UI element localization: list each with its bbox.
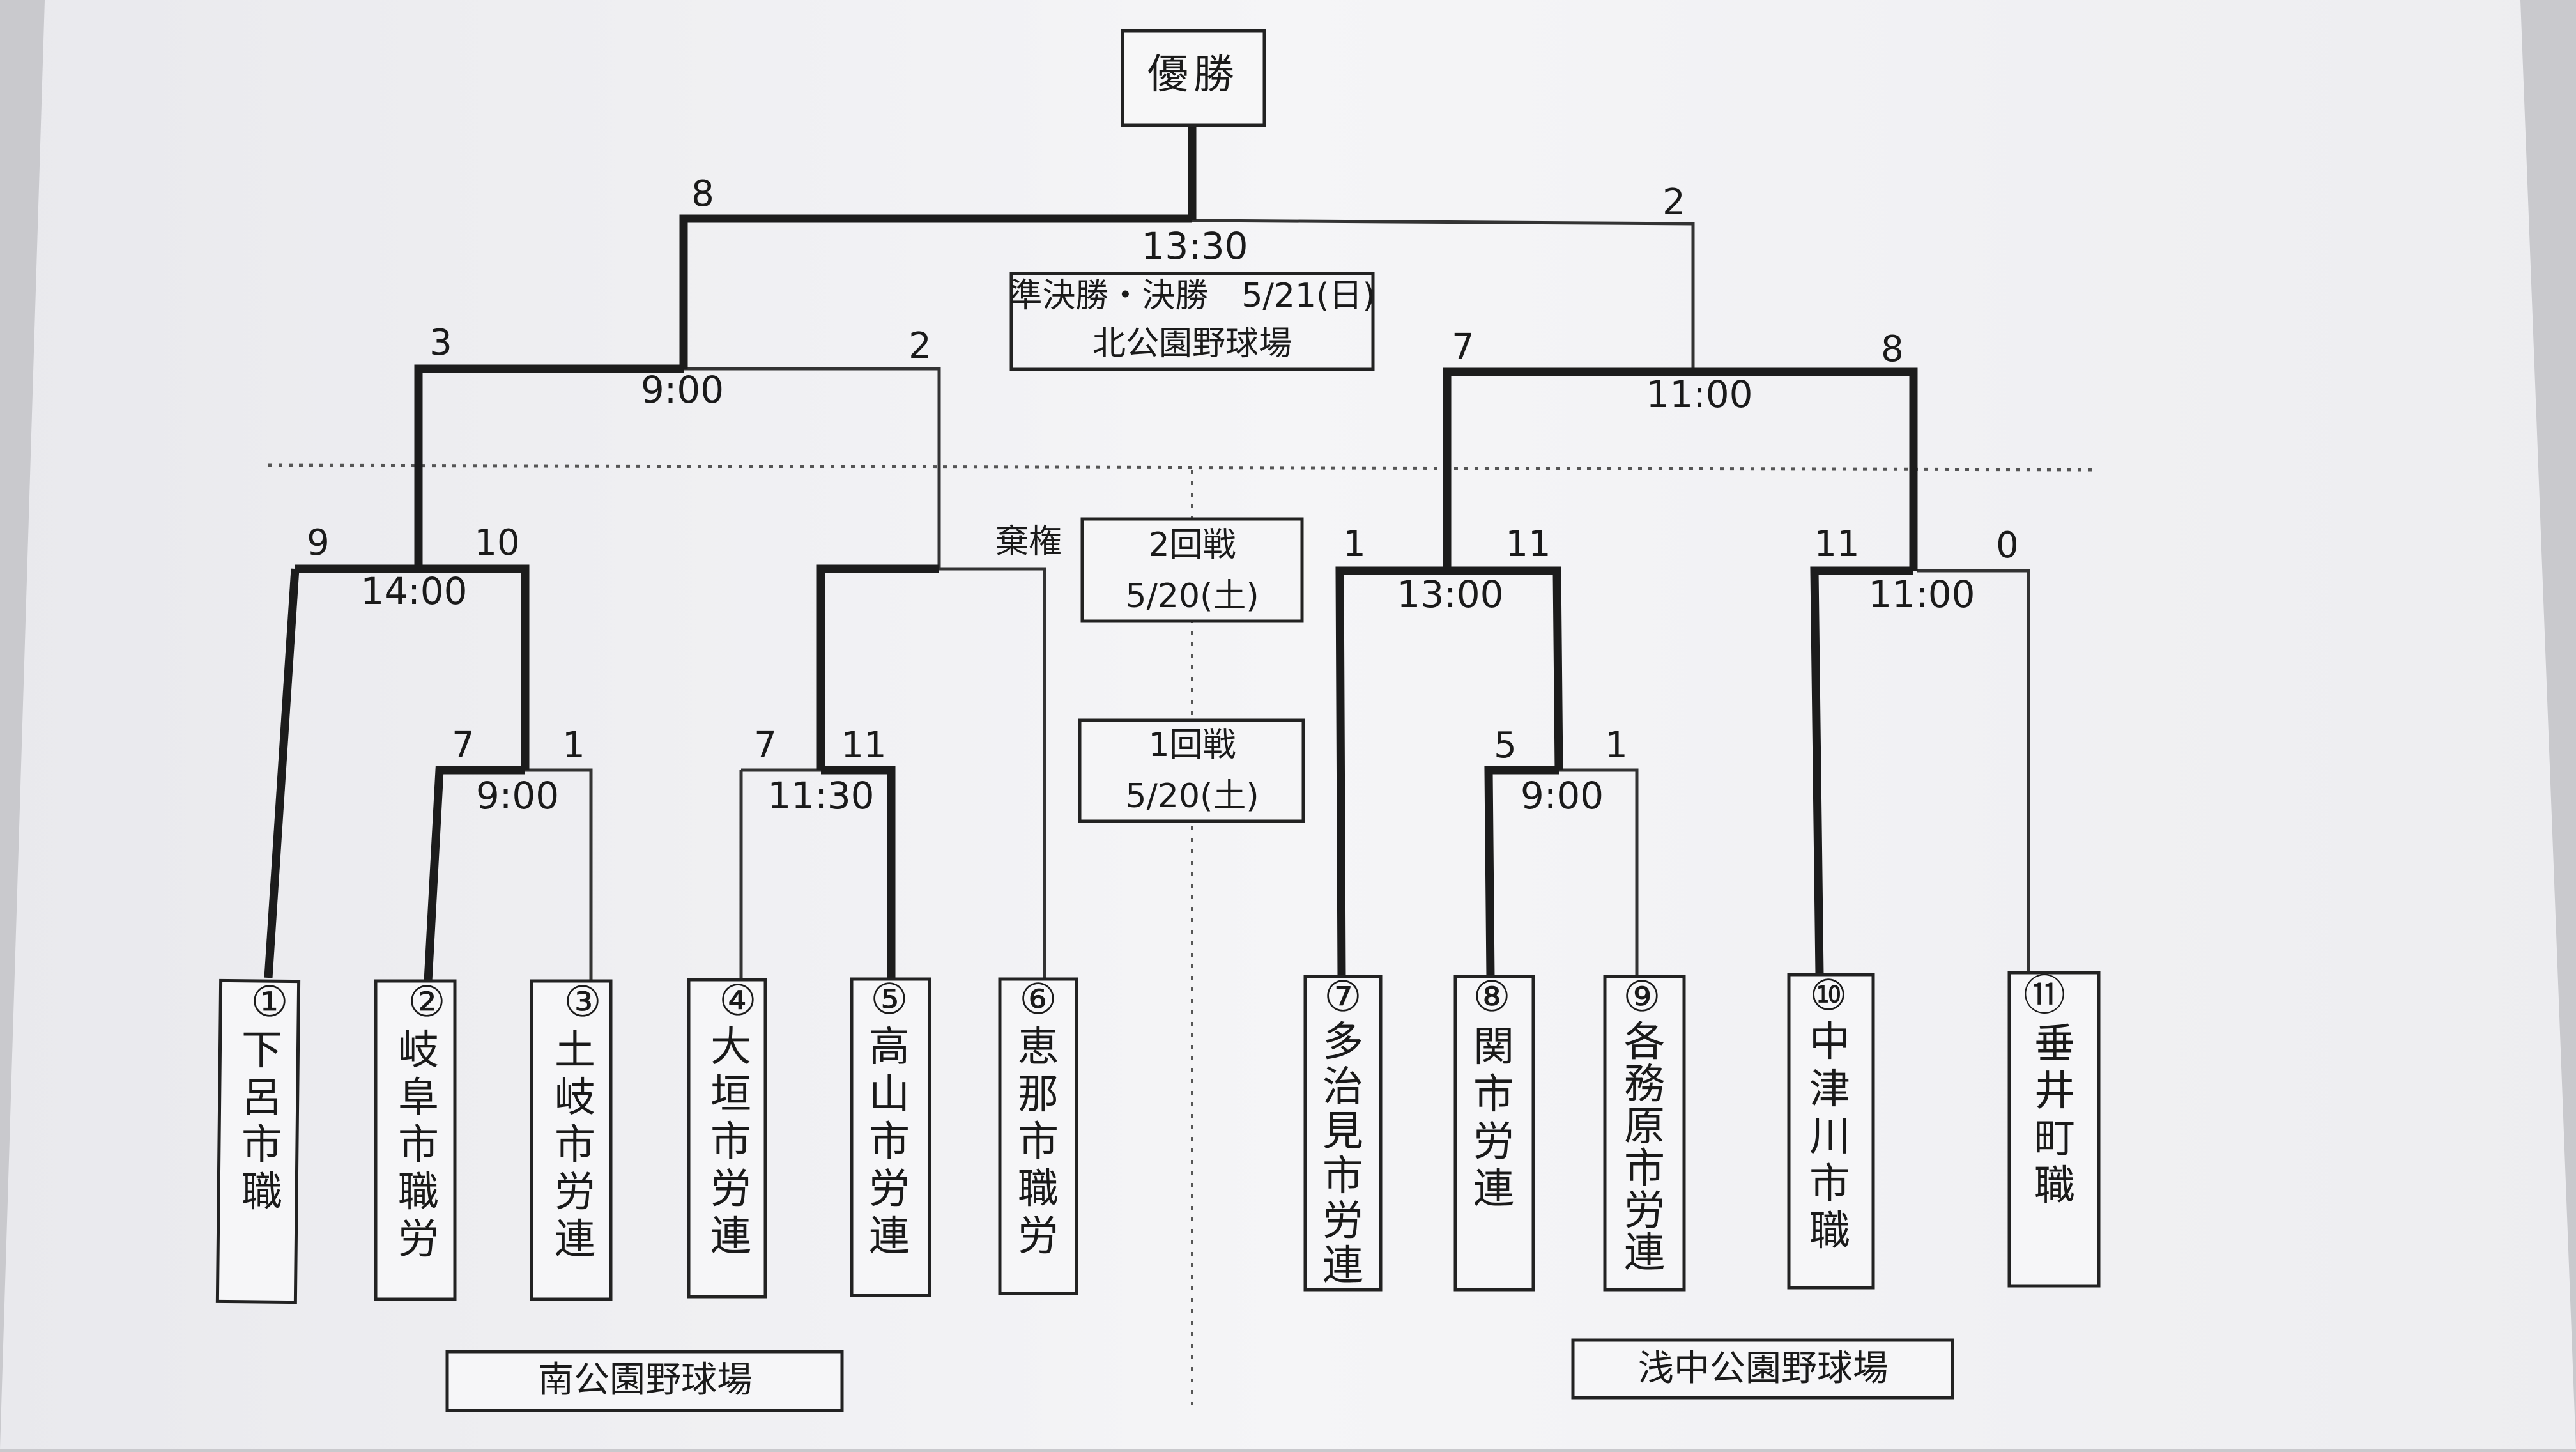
r1b-time: 11:30: [767, 774, 874, 817]
r1a-right-score: 1: [562, 725, 585, 766]
final-info-line1: 準決勝・決勝 5/21(日): [1009, 277, 1375, 315]
r1a-time: 9:00: [476, 774, 559, 817]
champion-title: 優勝: [1147, 51, 1239, 98]
semi2-left-score: 7: [1452, 327, 1475, 368]
team-number-2: ②: [408, 977, 445, 1026]
venue-box-right: [1571, 1338, 1954, 1400]
team-number-8: ⑧: [1473, 972, 1510, 1021]
team-box-9: [1603, 975, 1686, 1292]
r1b-left-score: 7: [754, 725, 777, 766]
team-name-4: 大垣市労連: [710, 1024, 751, 1260]
semi1-right-score: 2: [908, 325, 931, 367]
r1a-left-score: 7: [452, 725, 475, 766]
venue-box-left: [445, 1350, 844, 1412]
team-number-7: ⑦: [1324, 972, 1361, 1021]
team-name-9: 各務原市労連: [1624, 1019, 1665, 1277]
semi2-right-score: 8: [1881, 328, 1904, 370]
team-number-4: ④: [719, 976, 756, 1025]
final-info-line2: 北公園野球場: [1092, 325, 1292, 363]
team-box-6: [998, 977, 1078, 1295]
first-round-date: 5/20(土): [1125, 777, 1259, 815]
r1b-right-score: 11: [841, 725, 886, 766]
team-name-2: 岐阜市職労: [398, 1027, 439, 1263]
semi2-time: 11:00: [1646, 373, 1752, 416]
team-box-5: [850, 977, 931, 1297]
team-name-6: 恵那市職労: [1018, 1024, 1059, 1260]
team-box-11: [2007, 971, 2101, 1288]
qf1-left-score: 9: [307, 522, 330, 564]
qf2-forfeit-label: 棄権: [995, 523, 1062, 561]
bracket-lines-thin: [521, 219, 2030, 984]
qf3-left-score: 1: [1343, 523, 1366, 565]
team-names: 下呂市職 岐阜市職労 土岐市労連 大垣市労連 高山市労連 恵那市職労 多治見市労連 関市労連 各…: [241, 1019, 2075, 1290]
final-right-score: 2: [1662, 182, 1685, 223]
bracket-lines-winner: [264, 125, 1918, 982]
team-name-3: 土岐市労連: [555, 1027, 595, 1263]
final-left-score: 8: [691, 173, 714, 215]
team-name-10: 中津川市職: [1809, 1019, 1850, 1255]
team-box-1: [215, 978, 301, 1304]
team-name-11: 垂井町職: [2034, 1021, 2075, 1210]
team-name-1: 下呂市職: [241, 1027, 282, 1216]
qf3-time: 13:00: [1397, 573, 1503, 616]
team-boxes: [215, 971, 2101, 1304]
second-round-name: 2回戦: [1148, 526, 1236, 564]
team-box-4: [687, 978, 767, 1299]
team-number-6: ⑥: [1019, 975, 1057, 1024]
venue-left-label: 南公園野球場: [538, 1359, 753, 1401]
team-number-11: ⑪: [2023, 971, 2066, 1020]
team-box-8: [1453, 975, 1535, 1292]
semi1-time: 9:00: [641, 368, 724, 412]
r1c-time: 9:00: [1521, 774, 1604, 817]
team-number-1: ①: [250, 977, 288, 1026]
venue-right-label: 浅中公園野球場: [1638, 1348, 1889, 1389]
team-box-10: [1787, 973, 1875, 1290]
team-box-3: [530, 979, 613, 1301]
first-round-box: [1078, 718, 1305, 823]
team-box-7: [1303, 975, 1383, 1292]
qf1-time: 14:00: [360, 569, 467, 613]
qf3-right-score: 11: [1505, 523, 1551, 565]
final-info-box: [1009, 272, 1375, 371]
first-round-name: 1回戦: [1148, 726, 1236, 764]
second-round-date: 5/20(土): [1125, 577, 1259, 615]
final-time: 13:30: [1141, 224, 1248, 268]
team-number-3: ③: [564, 977, 601, 1026]
team-number-9: ⑨: [1623, 972, 1660, 1021]
round-divider-line: [268, 463, 2093, 472]
qf4-left-score: 11: [1814, 523, 1859, 565]
champion-box: [1121, 29, 1266, 127]
team-name-7: 多治見市労連: [1322, 1019, 1363, 1290]
team-number-10: ⑩: [1809, 971, 1847, 1020]
qf4-right-score: 0: [1996, 525, 2019, 566]
team-box-2: [374, 979, 457, 1301]
qf4-time: 11:00: [1868, 573, 1975, 616]
r1c-right-score: 1: [1605, 725, 1628, 766]
team-name-8: 関市労連: [1473, 1024, 1514, 1213]
team-number-5: ⑤: [870, 975, 908, 1024]
second-round-box: [1080, 517, 1304, 623]
r1c-left-score: 5: [1494, 725, 1517, 766]
semi1-left-score: 3: [429, 322, 452, 364]
qf1-right-score: 10: [474, 522, 519, 564]
team-name-5: 高山市労連: [869, 1024, 910, 1260]
